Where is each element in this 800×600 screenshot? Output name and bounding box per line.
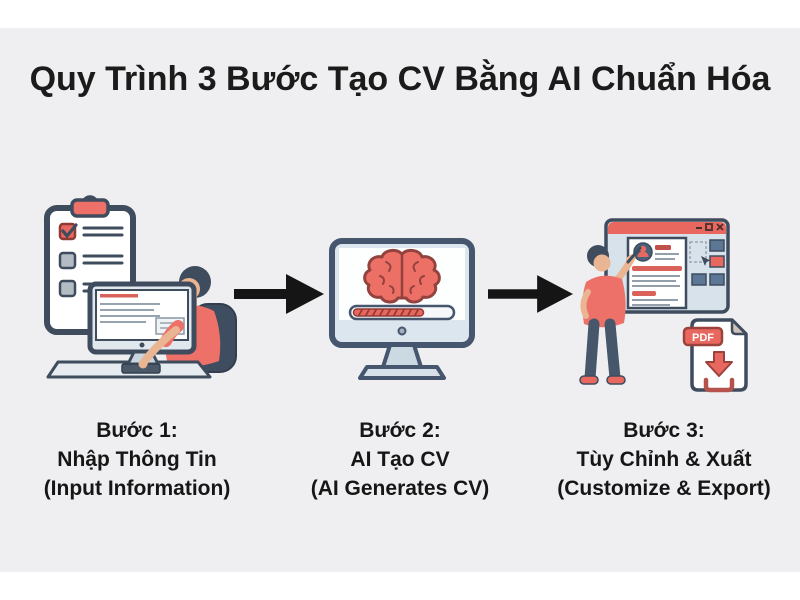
color-swatches	[691, 239, 725, 286]
checkbox-checked-icon	[58, 222, 78, 241]
step-2-caption: Bước 2: AI Tạo CV (AI Generates CV)	[275, 416, 525, 503]
step-label: Bước 2:	[359, 419, 441, 442]
step-title-en: (Customize & Export)	[557, 477, 771, 500]
step-title-en: (AI Generates CV)	[310, 477, 490, 500]
arrow-right-icon	[234, 274, 324, 314]
step-title-vi: Tùy Chỉnh & Xuất	[576, 448, 752, 471]
step-1-caption: Bước 1: Nhập Thông Tin (Input Informatio…	[12, 416, 262, 503]
checkbox-icon	[58, 279, 77, 298]
brain-icon	[363, 248, 441, 304]
step-3-illustration: PDF	[579, 218, 748, 393]
pdf-file-icon: PDF	[682, 318, 748, 393]
step-label: Bước 1:	[96, 419, 178, 442]
step-1-illustration	[44, 195, 237, 379]
step-2-illustration	[329, 238, 475, 380]
step-title-vi: Nhập Thông Tin	[57, 448, 217, 471]
monitor-base	[358, 365, 446, 380]
progress-bar	[348, 304, 456, 321]
step-3-caption: Bước 3: Tùy Chỉnh & Xuất (Customize & Ex…	[539, 416, 789, 503]
monitor-button	[397, 326, 407, 336]
cv-document	[626, 236, 688, 310]
monitor-stand	[381, 343, 423, 369]
typing-arm	[138, 320, 184, 369]
pdf-badge	[682, 326, 724, 347]
download-arrow-icon	[703, 351, 735, 393]
cursor-icon	[701, 256, 711, 266]
standing-person	[579, 245, 642, 385]
step-title-vi: AI Tạo CV	[350, 448, 450, 471]
drag-placeholder	[689, 241, 707, 263]
clipboard-icon	[44, 195, 136, 335]
arrow-right-icon	[488, 275, 573, 313]
pen-icon	[626, 246, 642, 264]
infographic-title: Quy Trình 3 Bước Tạo CV Bằng AI Chuẩn Hó…	[29, 60, 771, 98]
step-title-en: (Input Information)	[43, 477, 231, 500]
checkbox-icon	[58, 251, 77, 270]
window-controls-icon	[696, 223, 724, 231]
pdf-badge-label: PDF	[692, 332, 714, 344]
step-label: Bước 3:	[623, 419, 705, 442]
